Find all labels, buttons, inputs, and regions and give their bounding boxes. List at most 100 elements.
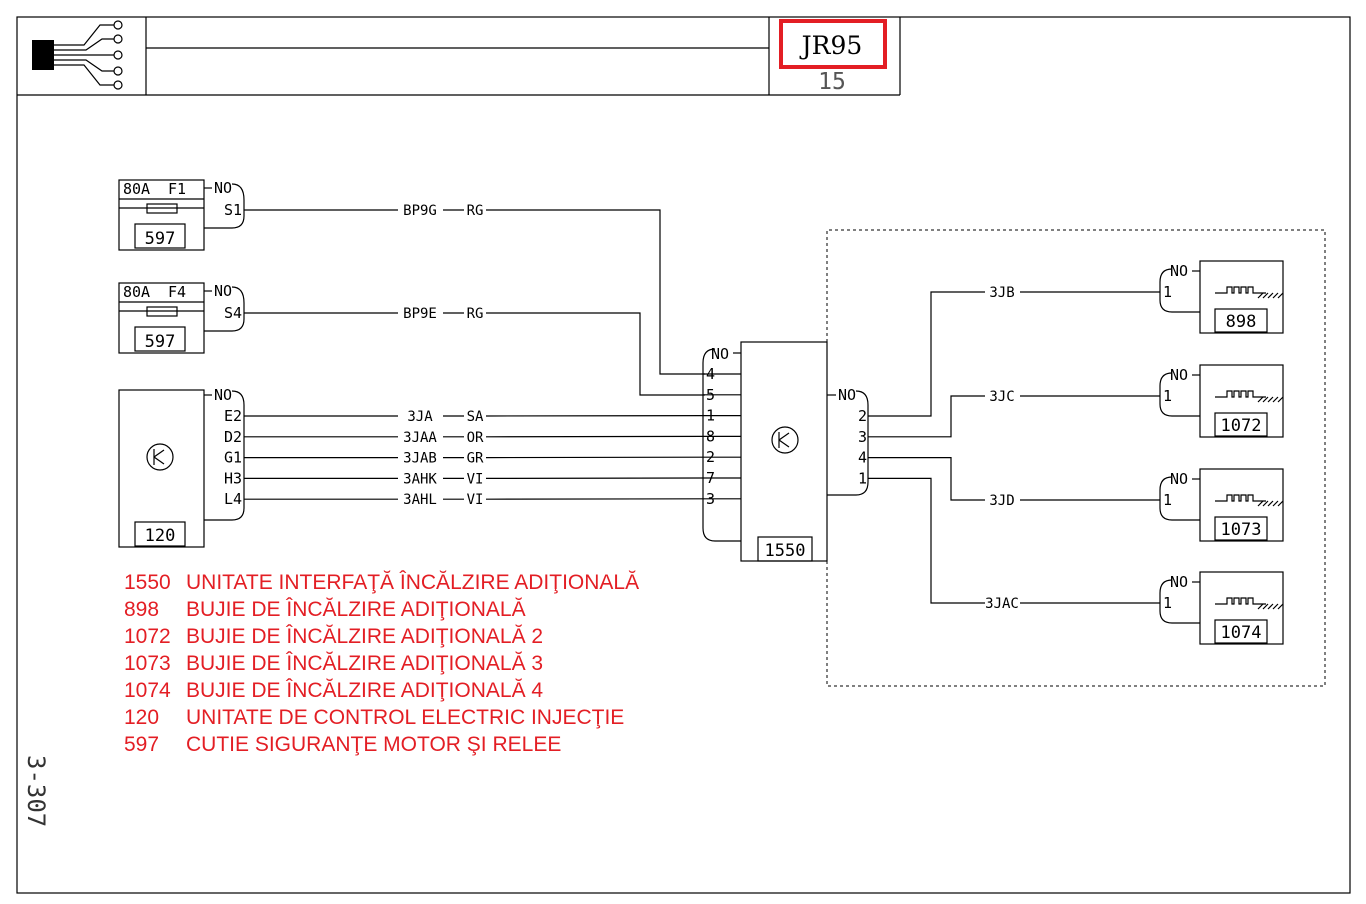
legend: 1550 UNITATE INTERFAŢĂ ÎNCĂLZIRE ADIŢIONA… — [124, 571, 639, 756]
pin-number: 1 — [1163, 283, 1172, 301]
glow-plug-898: 3JB NO 1 898 — [868, 260, 1284, 417]
pin-label: G1 — [224, 449, 242, 467]
heater-coil-icon — [1215, 597, 1284, 610]
legend-item: 898 BUJIE DE ÎNCĂLZIRE ADIŢIONALĂ — [124, 598, 526, 621]
connector-no: NO — [838, 386, 856, 404]
wire — [868, 477, 985, 604]
legend-text: CUTIE SIGURANŢE MOTOR ŞI RELEE — [186, 733, 561, 756]
legend-text: BUJIE DE ÎNCĂLZIRE ADIŢIONALĂ 3 — [186, 652, 543, 675]
wire — [868, 395, 985, 438]
pin-number: 2 — [706, 448, 715, 466]
interface-unit-1550: 1550 NO NO — [702, 341, 869, 562]
module-icon — [771, 426, 799, 454]
pin-label: S4 — [224, 304, 242, 322]
pin-number: 1 — [706, 407, 715, 425]
pin-label: H3 — [224, 469, 242, 487]
component-id: 120 — [145, 526, 176, 546]
legend-code: 1074 — [124, 679, 171, 702]
wire-color: RG — [467, 306, 484, 322]
page-number: 15 — [818, 69, 846, 95]
wire-code: 3JA — [407, 409, 433, 425]
connector-no: NO — [1170, 470, 1188, 488]
fuse-rating: 80A — [123, 180, 150, 198]
component-id: 597 — [145, 332, 176, 352]
title-block: 15 JR95 — [17, 17, 901, 96]
connector-no: NO — [1170, 573, 1188, 591]
connector-no: NO — [1170, 366, 1188, 384]
component-id: 898 — [1226, 312, 1257, 332]
pin-number: 1 — [1163, 387, 1172, 405]
pin-number: 1 — [1163, 594, 1172, 612]
pin-number: 4 — [706, 365, 715, 383]
legend-code: 898 — [124, 598, 159, 621]
pin-number: 3 — [706, 490, 715, 508]
wire-code: 3AHL — [403, 492, 437, 508]
legend-text: BUJIE DE ÎNCĂLZIRE ADIŢIONALĂ — [186, 598, 526, 621]
wire-code: 3JAC — [985, 596, 1019, 612]
connector-no: NO — [214, 386, 232, 404]
wire-color: GR — [467, 451, 484, 467]
wire-code: 3AHK — [403, 471, 437, 487]
wire — [868, 457, 985, 501]
pin-number: 7 — [706, 469, 715, 487]
fuse-rating: 80A — [123, 283, 150, 301]
wire-color: OR — [467, 430, 484, 446]
pin-label: S1 — [224, 201, 242, 219]
glow-plug-1074: 3JAC NO 1 1074 — [868, 477, 1284, 645]
pin-number: 1 — [858, 469, 867, 487]
fuse-wires: BP9G RG BP9E RG — [244, 203, 705, 396]
fuse-name: F1 — [168, 180, 186, 198]
legend-text: UNITATE DE CONTROL ELECTRIC INJECŢIE — [186, 706, 624, 729]
pin-label: L4 — [224, 490, 242, 508]
component-id: 1073 — [1221, 520, 1262, 540]
fuse-icon — [146, 203, 178, 214]
glow-plug-box — [1199, 364, 1284, 438]
legend-code: 1073 — [124, 652, 171, 675]
pin-number: 4 — [858, 449, 867, 467]
fuse-box-597-f4: 80A F4 597 NO S4 — [118, 282, 245, 354]
side-page-label: 3-307 — [22, 755, 50, 827]
legend-code: 1550 — [124, 571, 171, 594]
component-id: 1550 — [765, 541, 806, 561]
connector-logo-icon — [32, 20, 123, 90]
connector-no: NO — [711, 345, 729, 363]
wire-code: 3JB — [989, 285, 1014, 301]
legend-item: 597 CUTIE SIGURANŢE MOTOR ŞI RELEE — [124, 733, 561, 756]
wire-code: 3JAA — [403, 430, 437, 446]
legend-code: 597 — [124, 733, 159, 756]
wire-code: BP9E — [403, 306, 437, 322]
pin-number: 2 — [858, 407, 867, 425]
wire-code: 3JC — [989, 389, 1014, 405]
wire-code: BP9G — [403, 203, 437, 219]
fuse-box-597-f1: 80A F1 597 NO S1 — [118, 179, 245, 251]
pin-number: 5 — [706, 386, 715, 404]
glow-plug-box — [1199, 260, 1284, 334]
ecu-120: 120 NO — [118, 386, 245, 548]
diagram-code: JR95 — [799, 31, 863, 60]
connector-no: NO — [1170, 262, 1188, 280]
connector-no: NO — [214, 179, 232, 197]
wire-color: VI — [467, 492, 484, 508]
legend-item: 1074 BUJIE DE ÎNCĂLZIRE ADIŢIONALĂ 4 — [124, 679, 543, 702]
wire-color: SA — [467, 409, 484, 425]
component-id: 1074 — [1221, 623, 1262, 643]
legend-text: BUJIE DE ÎNCĂLZIRE ADIŢIONALĂ 2 — [186, 625, 543, 648]
legend-text: UNITATE INTERFAŢĂ ÎNCĂLZIRE ADIŢIONALĂ — [186, 571, 639, 594]
ecu-icon — [146, 443, 174, 471]
connector-no: NO — [214, 282, 232, 300]
heater-coil-icon — [1215, 390, 1284, 403]
interface-left-pins: 4 5 1 8 2 7 3 — [703, 365, 741, 508]
legend-text: BUJIE DE ÎNCĂLZIRE ADIŢIONALĂ 4 — [186, 679, 543, 702]
wire-code: 3JD — [989, 493, 1014, 509]
fuse-name: F4 — [168, 283, 186, 301]
wire-color: VI — [467, 471, 484, 487]
pin-number: 8 — [706, 427, 715, 445]
wire — [868, 291, 985, 417]
legend-code: 1072 — [124, 625, 171, 648]
legend-item: 1073 BUJIE DE ÎNCĂLZIRE ADIŢIONALĂ 3 — [124, 652, 543, 675]
